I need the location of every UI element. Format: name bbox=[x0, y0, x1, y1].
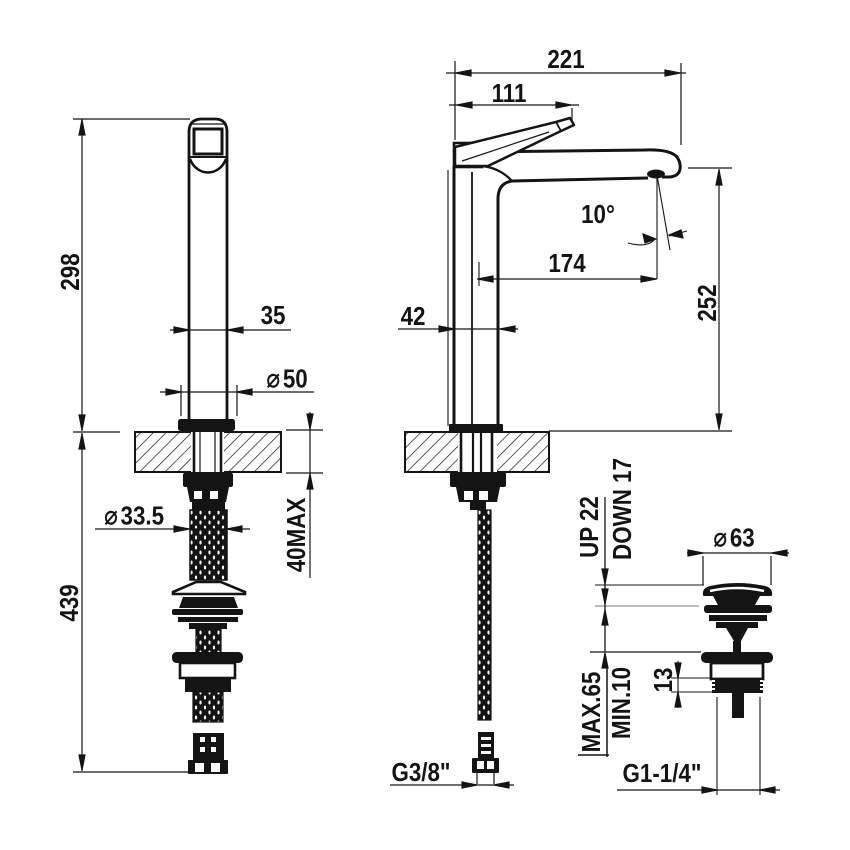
spout-aerator bbox=[647, 169, 665, 179]
dim-side-supply-connection: G3/8" bbox=[391, 757, 451, 787]
drain-flange bbox=[701, 652, 773, 663]
dim-side-handle-depth: 111 bbox=[491, 78, 527, 108]
dim-drain-thread-length: 13 bbox=[648, 667, 678, 693]
faucet-side-handle-lever bbox=[453, 116, 576, 168]
drain-view bbox=[701, 583, 773, 718]
dim-side-spout-angle: 10° bbox=[581, 199, 615, 229]
dim-front-base-diameter: ⌀50 bbox=[266, 363, 308, 394]
drain-body bbox=[709, 661, 765, 681]
faucet-side-spout bbox=[481, 148, 682, 179]
dim-side-total-depth: 221 bbox=[547, 44, 585, 74]
dim-drain-deck-max: MAX.65 bbox=[576, 671, 606, 753]
dim-drain-travel-down: DOWN 17 bbox=[607, 458, 637, 560]
dim-drain-travel-up: UP 22 bbox=[574, 496, 604, 558]
dim-drain-cap-diameter: ⌀63 bbox=[713, 522, 755, 553]
dim-drain-deck-min: MIN.10 bbox=[606, 666, 636, 740]
front-view bbox=[134, 117, 282, 774]
dim-front-height: 298 bbox=[55, 253, 85, 291]
diameter-symbol: ⌀ bbox=[103, 500, 118, 531]
diameter-value: 50 bbox=[282, 363, 308, 394]
diameter-symbol: ⌀ bbox=[713, 522, 728, 553]
faucet-front-handle-window bbox=[192, 127, 224, 156]
side-view bbox=[404, 116, 682, 773]
dim-side-spout-reach: 174 bbox=[548, 248, 586, 278]
faucet-front-body bbox=[187, 117, 229, 420]
dim-front-deck-max: 40MAX bbox=[281, 497, 311, 573]
dim-front-hose-diameter: ⌀33.5 bbox=[103, 500, 165, 531]
drain-thread bbox=[712, 678, 763, 693]
dim-drain-waste-connection: G1-1/4" bbox=[622, 758, 702, 788]
drain-view-dimensions bbox=[578, 497, 789, 795]
side-supply-hose bbox=[477, 509, 492, 721]
front-view-dimensions bbox=[73, 118, 323, 773]
side-view-dimensions bbox=[390, 61, 732, 789]
diameter-value: 33.5 bbox=[120, 500, 165, 531]
dim-side-body-depth: 42 bbox=[400, 301, 426, 331]
dim-front-body-width: 35 bbox=[260, 300, 286, 330]
diameter-symbol: ⌀ bbox=[266, 363, 281, 394]
diameter-value: 63 bbox=[729, 522, 755, 553]
dim-side-spout-height: 252 bbox=[692, 284, 722, 322]
drain-cap bbox=[702, 583, 773, 596]
dim-front-below-length: 439 bbox=[54, 584, 84, 622]
front-supply-hoses bbox=[189, 509, 228, 581]
faucet-front-base-flange bbox=[178, 419, 235, 431]
